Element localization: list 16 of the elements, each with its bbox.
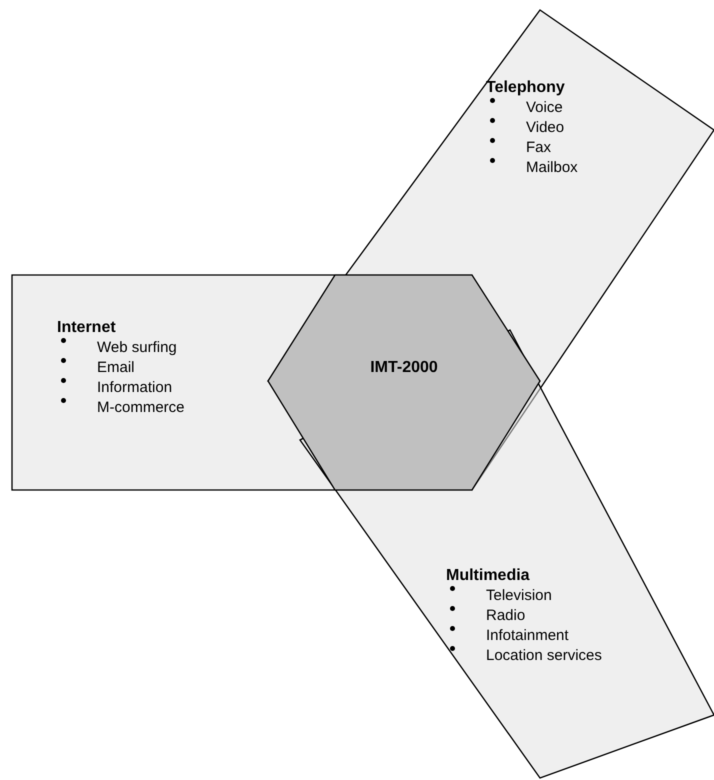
- list-item: Radio: [486, 606, 526, 626]
- list-item: Location services: [486, 646, 602, 666]
- heading: IMT-2000: [370, 358, 438, 378]
- heading: Internet: [57, 318, 116, 338]
- list-item: Web surfing: [97, 338, 177, 358]
- list-item: Email: [97, 358, 135, 378]
- heading: Multimedia: [446, 566, 530, 586]
- list-item: Infotainment: [486, 626, 569, 646]
- list-item: Information: [97, 378, 172, 398]
- list-item: Fax: [526, 138, 552, 158]
- list-item: M-commerce: [97, 398, 185, 418]
- list-item: Video: [526, 118, 564, 138]
- list-item: Television: [486, 586, 552, 606]
- list-item: Voice: [526, 98, 563, 118]
- list-item: Mailbox: [526, 158, 578, 178]
- heading: Telephony: [486, 78, 565, 98]
